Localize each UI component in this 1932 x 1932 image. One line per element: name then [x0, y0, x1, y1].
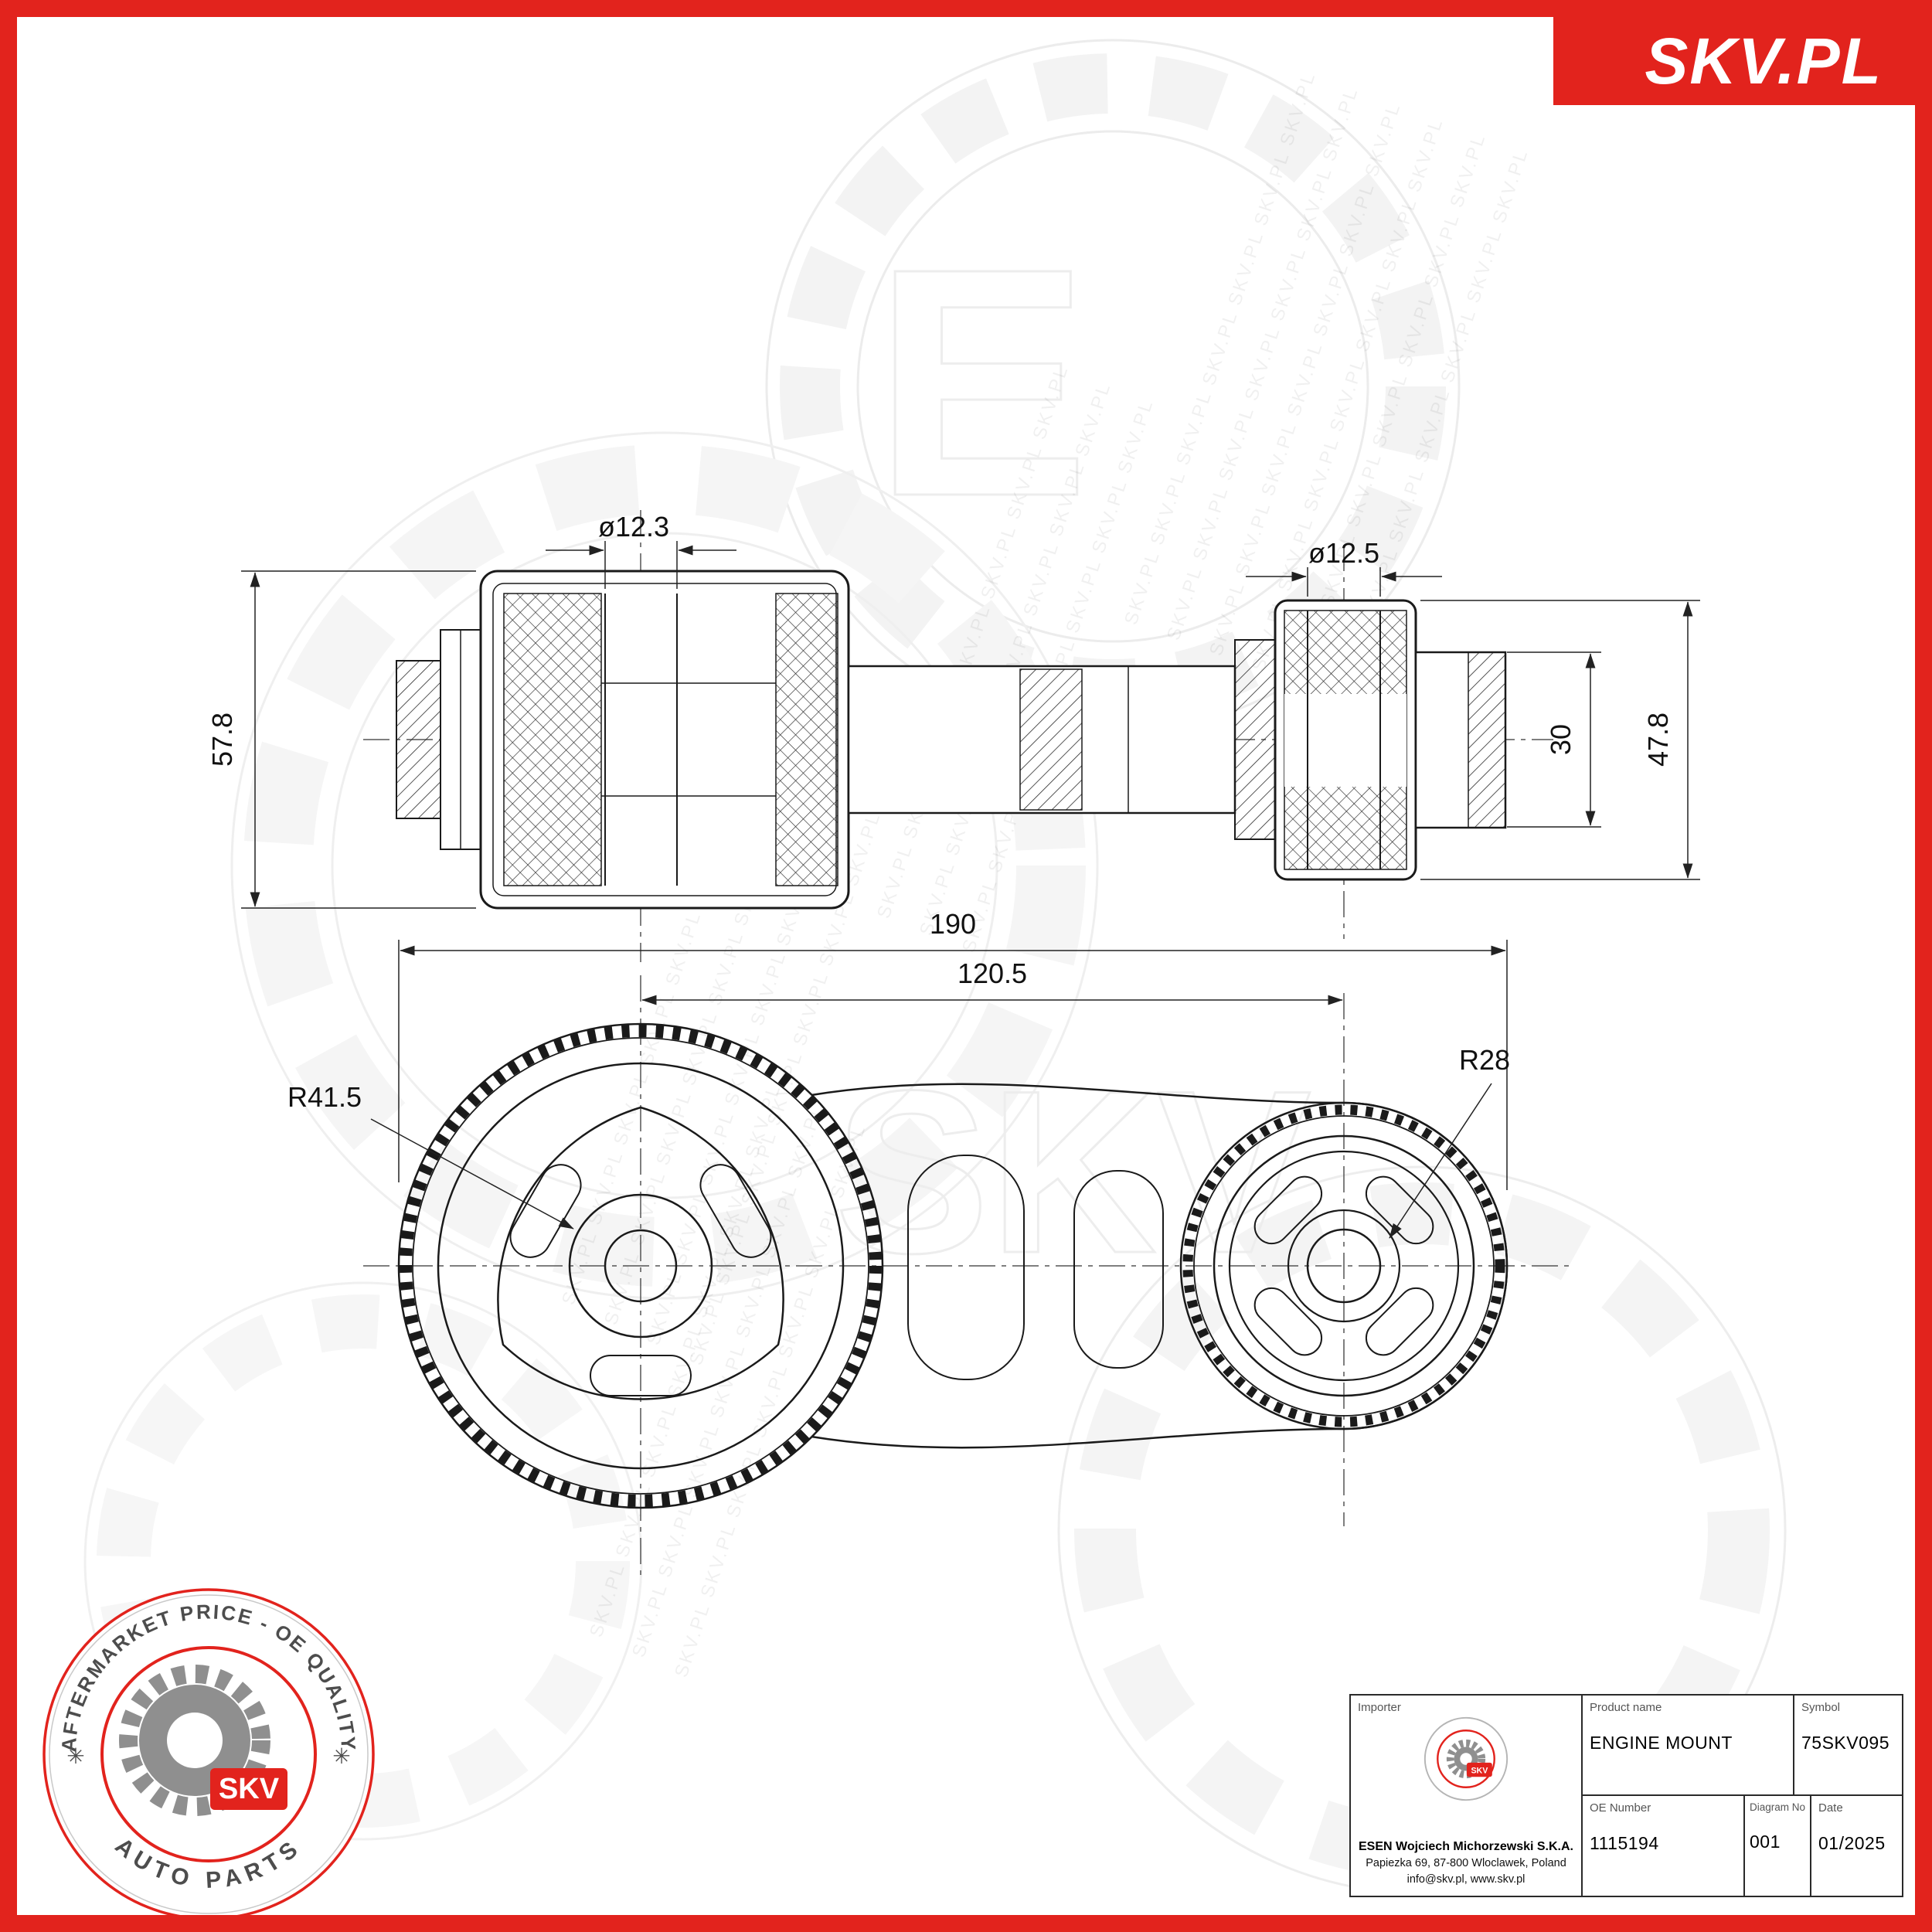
- rubber-crosshatch-right: [775, 593, 838, 886]
- date-label: Date: [1818, 1801, 1843, 1815]
- importer-contact: info@skv.pl, www.skv.pl: [1406, 1872, 1526, 1886]
- title-block-diagram-cell: Diagram No 001: [1745, 1796, 1811, 1896]
- rubber-crosshatch-left: [503, 593, 602, 886]
- right-bushing-section: [1234, 599, 1507, 881]
- logo-skv-box: [1466, 1762, 1492, 1777]
- quality-stamp: AFTERMARKET PRICE - OE QUALITY AUTO PART…: [43, 1588, 375, 1920]
- dim-bore-right-label: ø12.5: [1308, 537, 1379, 569]
- importer-address: Papiezka 69, 87-800 Wloclawek, Poland: [1366, 1856, 1566, 1869]
- brand-banner: SKV.PL: [1553, 17, 1915, 105]
- importer-details: ESEN Wojciech Michorzewski S.K.A. Papiez…: [1351, 1838, 1581, 1888]
- arm-slot: [907, 1155, 1025, 1380]
- side-view: [363, 510, 1553, 962]
- dim-bore-right: ø12.5: [1246, 537, 1442, 597]
- stamp-skv-text: SKV: [219, 1773, 280, 1805]
- hub: [568, 1193, 713, 1338]
- dim-height-left: 57.8: [206, 570, 476, 909]
- dim-height-right: 47.8: [1420, 600, 1700, 880]
- product-name-value: ENGINE MOUNT: [1590, 1733, 1733, 1753]
- radius-right-label: R28: [1459, 1044, 1510, 1076]
- dim-stub-diameter-label: 30: [1545, 724, 1577, 755]
- spider-slot: [699, 1164, 772, 1258]
- stamp-separator-left: ✳: [66, 1744, 84, 1768]
- hub: [1287, 1209, 1401, 1323]
- dim-height-right-label: 47.8: [1642, 713, 1674, 767]
- title-block-product-cell: Product name ENGINE MOUNT: [1583, 1696, 1794, 1796]
- top-view-dimensions: 190 120.5 R41.5 R28: [287, 908, 1510, 1239]
- stamp-separator-right: ✳: [332, 1744, 350, 1768]
- arm-slot: [1073, 1170, 1164, 1369]
- dim-center-distance: 120.5: [641, 957, 1343, 1005]
- oe-number-label: OE Number: [1590, 1801, 1651, 1815]
- logo-skv-text: SKV: [1471, 1766, 1488, 1775]
- left-bushing-section: [396, 570, 850, 910]
- small-bushing-plan: [1179, 1101, 1509, 1430]
- side-view-dimensions: ø12.3 ø12.5 57.8 30 47.8: [206, 511, 1700, 909]
- large-bushing-plan: [397, 1022, 884, 1509]
- watermark-big-letter: E: [873, 202, 1090, 564]
- dim-total-length-label: 190: [930, 908, 976, 940]
- bushing-slot: [1253, 1287, 1323, 1356]
- diagram-no-label: Diagram No: [1750, 1801, 1806, 1813]
- bore: [1306, 1228, 1382, 1304]
- center-shaft-section: [847, 665, 1236, 815]
- bushing-slot: [1253, 1175, 1323, 1245]
- title-block: Importer SKV ESEN Wojciech Michorzewski …: [1349, 1694, 1903, 1897]
- knurl-ring: [400, 1025, 882, 1507]
- diagram-no-value: 001: [1750, 1832, 1781, 1852]
- bushing-slot: [1365, 1287, 1434, 1356]
- bushing-slot: [1365, 1175, 1434, 1245]
- brand-banner-text: SKV.PL: [1645, 24, 1883, 97]
- stamp-gear-logo: SKV: [119, 1665, 287, 1816]
- title-block-importer-cell: Importer SKV ESEN Wojciech Michorzewski …: [1351, 1696, 1583, 1896]
- spider-slot: [590, 1355, 692, 1396]
- knurl-ring: [1182, 1104, 1505, 1427]
- symbol-label: Symbol: [1801, 1701, 1841, 1714]
- logo-red-ring: [1437, 1730, 1495, 1788]
- dim-bore-left-label: ø12.3: [598, 511, 669, 543]
- date-value: 01/2025: [1818, 1833, 1886, 1853]
- oe-number-value: 1115194: [1590, 1833, 1659, 1853]
- bore: [604, 1229, 678, 1303]
- radius-left-label: R41.5: [287, 1081, 362, 1113]
- gear-watermark-middle: [230, 431, 1099, 1300]
- title-block-symbol-cell: Symbol 75SKV095: [1794, 1696, 1902, 1796]
- dim-bore-left: ø12.3: [546, 511, 736, 589]
- dim-stub-diameter: 30: [1507, 651, 1601, 828]
- radius-callout-right: R28: [1389, 1044, 1510, 1239]
- dim-height-left-label: 57.8: [206, 713, 238, 767]
- top-view: [363, 975, 1569, 1577]
- importer-name: ESEN Wojciech Michorzewski S.K.A.: [1359, 1839, 1573, 1853]
- logo-gear-teeth-icon: [1446, 1739, 1486, 1779]
- importer-label: Importer: [1358, 1701, 1401, 1714]
- dim-center-distance-label: 120.5: [957, 957, 1027, 989]
- stamp-skv-box: [210, 1768, 287, 1810]
- rubber-spider: [497, 1106, 784, 1400]
- symbol-value: 75SKV095: [1801, 1733, 1889, 1753]
- radius-callout-left: R41.5: [287, 1081, 574, 1230]
- importer-logo: SKV: [1423, 1716, 1509, 1801]
- title-block-date-cell: Date 01/2025: [1811, 1796, 1902, 1896]
- product-name-label: Product name: [1590, 1701, 1662, 1714]
- title-block-oe-cell: OE Number 1115194: [1583, 1796, 1745, 1896]
- dim-total-length: 190: [398, 908, 1508, 1190]
